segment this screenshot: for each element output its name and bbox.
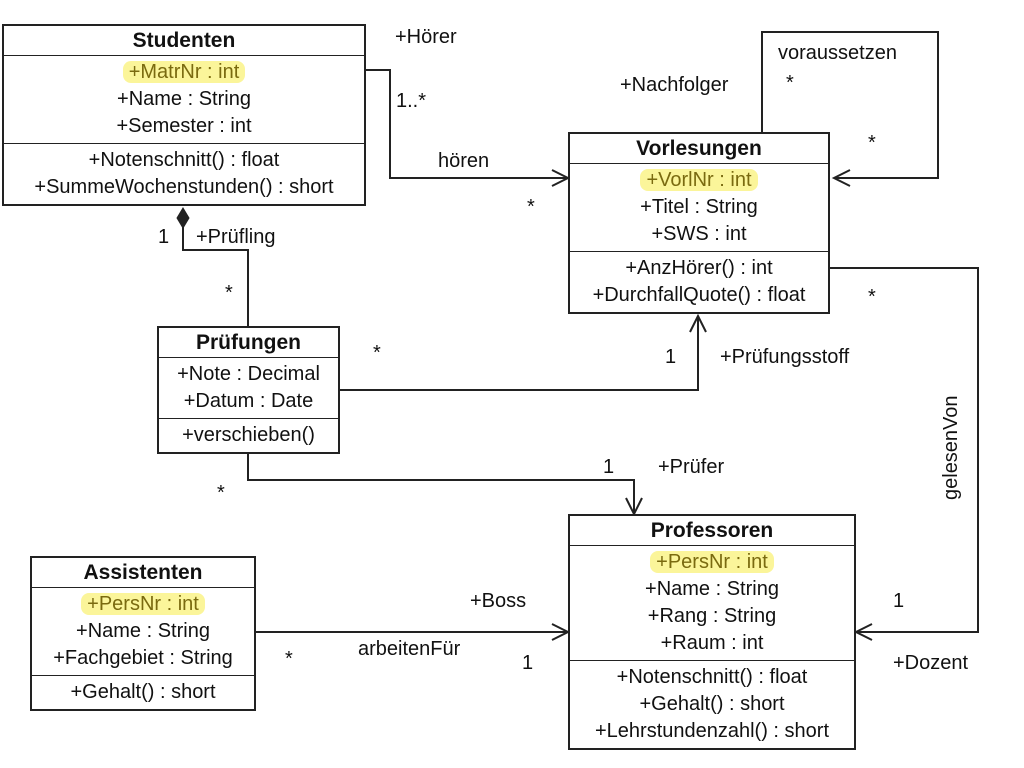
gelesenvon-mult-vorlesung: * bbox=[868, 286, 876, 308]
pruefungsstoff-mult-pruefung: * bbox=[373, 342, 381, 364]
attribute: +Datum : Date bbox=[183, 390, 314, 412]
attributes-section: +MatrNr : int +Name : String +Semester :… bbox=[4, 56, 364, 143]
pruefer-mult-pruefung: * bbox=[217, 482, 225, 504]
voraussetzen-role-nachfolger: +Nachfolger bbox=[620, 74, 729, 96]
methods-section: +Notenschnitt() : float +Gehalt() : shor… bbox=[570, 660, 854, 748]
class-name: Professoren bbox=[570, 516, 854, 546]
voraussetzen-mult-top: * bbox=[786, 72, 794, 94]
method: +Notenschnitt() : float bbox=[88, 149, 280, 171]
hoeren-role-hoerer: +Hörer bbox=[395, 26, 457, 48]
hoeren-line bbox=[366, 69, 568, 179]
hoeren-association-name: hören bbox=[438, 150, 490, 172]
gelesenvon-line bbox=[830, 267, 979, 633]
method: +Gehalt() : short bbox=[639, 693, 785, 715]
arbeitenfuer-role-boss: +Boss bbox=[470, 590, 527, 612]
key-attribute: +PersNr : int bbox=[81, 593, 205, 615]
arbeitenfuer-mult-professor: 1 bbox=[522, 652, 534, 674]
methods-section: +verschieben() bbox=[159, 418, 338, 452]
pruefungsstoff-mult-vorlesung: 1 bbox=[665, 346, 677, 368]
voraussetzen-mult-bottom: * bbox=[868, 132, 876, 154]
class-studenten[interactable]: Studenten +MatrNr : int +Name : String +… bbox=[2, 24, 366, 206]
voraussetzen-line bbox=[761, 31, 939, 179]
composition-diamond bbox=[176, 207, 190, 229]
attribute: +SWS : int bbox=[651, 223, 747, 245]
class-name: Vorlesungen bbox=[570, 134, 828, 164]
key-attribute: +MatrNr : int bbox=[122, 61, 246, 83]
class-assistenten[interactable]: Assistenten +PersNr : int +Name : String… bbox=[30, 556, 256, 711]
method: +Notenschnitt() : float bbox=[616, 666, 808, 688]
class-pruefungen[interactable]: Prüfungen +Note : Decimal +Datum : Date … bbox=[157, 326, 340, 454]
attributes-section: +VorlNr : int +Titel : String +SWS : int bbox=[570, 164, 828, 251]
gelesenvon-mult-professor: 1 bbox=[893, 590, 905, 612]
arbeitenfuer-mult-assistent: * bbox=[285, 648, 293, 670]
pruefling-role: +Prüfling bbox=[196, 226, 276, 248]
methods-section: +Notenschnitt() : float +SummeWochenstun… bbox=[4, 143, 364, 204]
pruefungsstoff-arrowhead bbox=[689, 313, 707, 333]
gelesenvon-arrowhead bbox=[853, 623, 873, 641]
pruefungsstoff-role: +Prüfungsstoff bbox=[720, 346, 850, 368]
attribute: +Semester : int bbox=[116, 115, 252, 137]
method: +verschieben() bbox=[182, 424, 315, 446]
attribute: +Name : String bbox=[117, 88, 251, 110]
pruefling-line bbox=[182, 225, 249, 326]
hoeren-mult-student: 1..* bbox=[396, 90, 427, 112]
class-name: Assistenten bbox=[32, 558, 254, 588]
attributes-section: +PersNr : int +Name : String +Fachgebiet… bbox=[32, 588, 254, 675]
attribute: +Note : Decimal bbox=[177, 363, 320, 385]
pruefer-mult-professor: 1 bbox=[603, 456, 615, 478]
methods-section: +Gehalt() : short bbox=[32, 675, 254, 709]
method: +SummeWochenstunden() : short bbox=[34, 176, 334, 198]
methods-section: +AnzHörer() : int +DurchfallQuote() : fl… bbox=[570, 251, 828, 312]
class-name: Studenten bbox=[4, 26, 364, 56]
method: +DurchfallQuote() : float bbox=[592, 284, 806, 306]
attribute: +Titel : String bbox=[640, 196, 758, 218]
voraussetzen-arrowhead bbox=[831, 169, 851, 187]
key-attribute: +PersNr : int bbox=[650, 551, 774, 573]
gelesenvon-association-name: gelesenVon bbox=[940, 395, 962, 500]
pruefer-role: +Prüfer bbox=[658, 456, 725, 478]
pruefungsstoff-line bbox=[340, 316, 699, 391]
attribute: +Rang : String bbox=[647, 605, 777, 627]
method: +AnzHörer() : int bbox=[625, 257, 773, 279]
attribute: +Name : String bbox=[645, 578, 779, 600]
key-attribute: +VorlNr : int bbox=[640, 169, 758, 191]
arbeitenfuer-association-name: arbeitenFür bbox=[358, 638, 461, 660]
attribute: +Fachgebiet : String bbox=[53, 647, 233, 669]
pruefer-line bbox=[247, 452, 635, 514]
attribute: +Name : String bbox=[76, 620, 210, 642]
attributes-section: +PersNr : int +Name : String +Rang : Str… bbox=[570, 546, 854, 660]
class-professoren[interactable]: Professoren +PersNr : int +Name : String… bbox=[568, 514, 856, 750]
hoeren-mult-vorlesung: * bbox=[527, 196, 535, 218]
gelesenvon-role-dozent: +Dozent bbox=[893, 652, 969, 674]
method: +Gehalt() : short bbox=[70, 681, 216, 703]
attributes-section: +Note : Decimal +Datum : Date bbox=[159, 358, 338, 418]
attribute: +Raum : int bbox=[660, 632, 764, 654]
pruefling-mult-student: 1 bbox=[158, 226, 170, 248]
class-name: Prüfungen bbox=[159, 328, 338, 358]
pruefling-mult-pruefung: * bbox=[225, 282, 233, 304]
method: +Lehrstundenzahl() : short bbox=[594, 720, 830, 742]
class-vorlesungen[interactable]: Vorlesungen +VorlNr : int +Titel : Strin… bbox=[568, 132, 830, 314]
voraussetzen-association-name: voraussetzen bbox=[778, 42, 897, 64]
